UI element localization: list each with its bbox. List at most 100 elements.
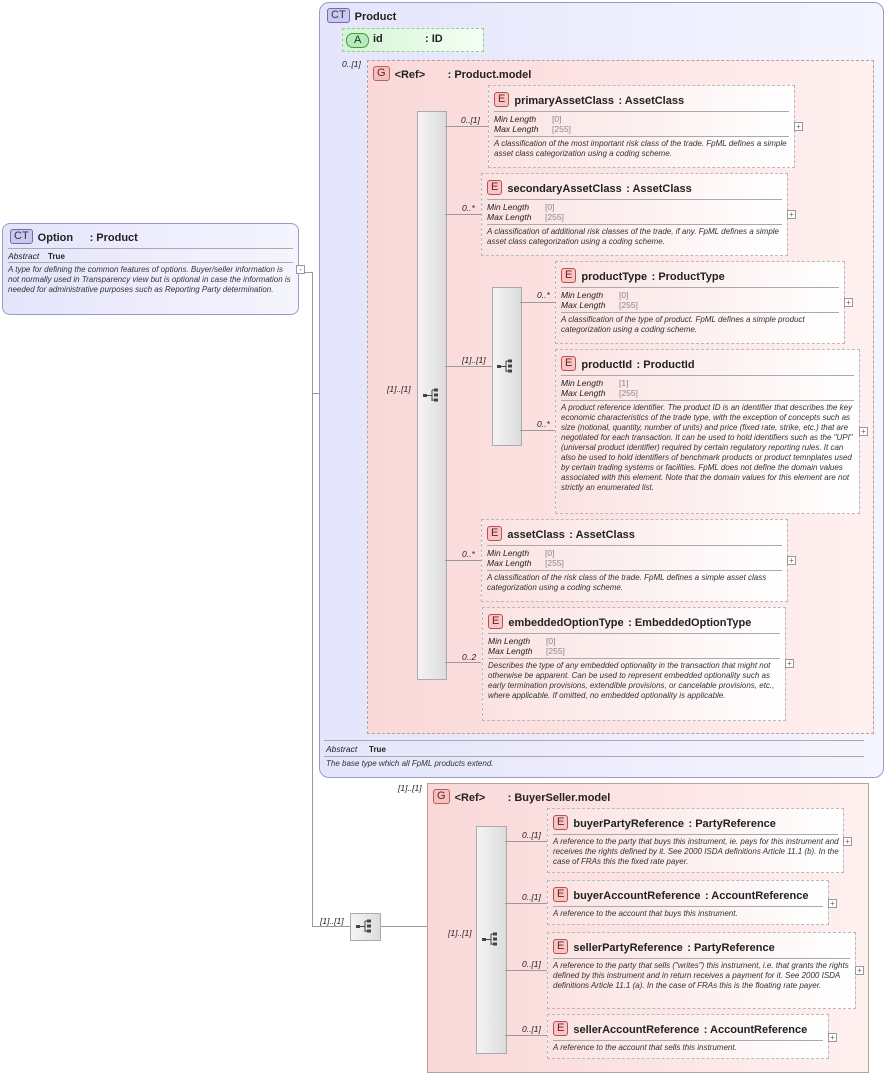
expand-icon[interactable]: + <box>787 556 796 565</box>
sequence-icon <box>482 932 497 946</box>
element-name: assetClass <box>507 529 565 541</box>
expand-icon[interactable]: + <box>844 298 853 307</box>
cardinality: [1]..[1] <box>462 355 486 365</box>
sequence-icon <box>423 388 438 402</box>
product-name: Product <box>354 11 397 23</box>
expand-icon[interactable]: + <box>859 427 868 436</box>
connector-line <box>445 126 488 127</box>
min-length-value: [0] <box>552 114 562 124</box>
element-name: embeddedOptionType <box>508 617 624 629</box>
expand-icon[interactable]: + <box>855 966 864 975</box>
connector-line <box>520 302 555 303</box>
option-name: Option <box>37 232 74 244</box>
sequence-icon <box>356 919 371 933</box>
complex-type-icon: CT <box>10 229 33 245</box>
min-length-label: Min Length <box>487 202 530 212</box>
cardinality: 0..[1] <box>522 1024 541 1034</box>
expand-icon[interactable]: + <box>785 659 794 668</box>
element-name: buyerAccountReference <box>573 890 701 902</box>
connector-line <box>312 926 350 927</box>
connector-line <box>445 366 492 367</box>
element-type: : AccountReference <box>704 890 809 902</box>
element-doc: A reference to the party that sells ("wr… <box>553 961 849 990</box>
element-icon: E <box>553 887 569 903</box>
min-length-label: Min Length <box>494 114 537 124</box>
connector-line <box>505 841 547 842</box>
element-name: primaryAssetClass <box>514 95 615 107</box>
connector-line <box>305 272 313 273</box>
connector-line <box>445 214 481 215</box>
max-length-value: [255] <box>619 388 638 398</box>
element-doc: Describes the type of any embedded optio… <box>488 661 775 700</box>
element-type: : AssetClass <box>618 95 685 107</box>
group-ref: <Ref> <box>454 792 486 804</box>
cardinality: 0..[1] <box>342 59 361 69</box>
abstract-value: True <box>48 252 65 261</box>
abstract-value: True <box>369 745 386 754</box>
element-doc: A classification of the risk class of th… <box>487 573 767 592</box>
max-length-value: [255] <box>545 212 564 222</box>
max-length-value: [255] <box>546 646 565 656</box>
element-doc: A reference to the account that buys thi… <box>553 909 738 918</box>
min-length-label: Min Length <box>561 290 604 300</box>
element-type: : ProductId <box>636 359 695 371</box>
group-icon: G <box>433 789 450 805</box>
cardinality: [1]..[1] <box>448 928 472 938</box>
option-type: : Product <box>89 232 138 244</box>
element-type: : PartyReference <box>687 942 775 954</box>
connector-line <box>505 1035 547 1036</box>
element-doc: A product reference identifier. The prod… <box>561 403 853 492</box>
group-icon: G <box>373 66 390 82</box>
product-doc: The base type which all FpML products ex… <box>326 759 494 768</box>
id-attribute[interactable]: A id : ID <box>342 28 484 52</box>
min-length-value: [0] <box>545 548 555 558</box>
connector-line <box>312 272 313 927</box>
element-name: sellerAccountReference <box>573 1024 700 1036</box>
element-type: : EmbeddedOptionType <box>628 617 752 629</box>
cardinality: 0..[1] <box>522 959 541 969</box>
element-name: productType <box>581 271 648 283</box>
max-length-label: Max Length <box>561 300 606 310</box>
element-doc: A classification of additional risk clas… <box>487 227 779 246</box>
cardinality: 0..[1] <box>522 892 541 902</box>
expand-icon[interactable]: + <box>828 1033 837 1042</box>
expand-icon[interactable]: + <box>794 122 803 131</box>
element-icon: E <box>553 1021 569 1037</box>
connector-line <box>505 903 547 904</box>
connector-line <box>520 430 555 431</box>
min-length-value: [0] <box>619 290 629 300</box>
min-length-value: [0] <box>545 202 555 212</box>
max-length-label: Max Length <box>487 212 532 222</box>
abstract-label: Abstract <box>8 251 40 261</box>
expand-icon[interactable]: + <box>787 210 796 219</box>
expand-icon[interactable]: - <box>296 265 305 274</box>
min-length-value: [0] <box>546 636 556 646</box>
max-length-label: Max Length <box>561 388 606 398</box>
element-type: : ProductType <box>651 271 725 283</box>
cardinality: 0..[1] <box>522 830 541 840</box>
element-name: secondaryAssetClass <box>507 183 622 195</box>
attribute-name: id <box>373 33 383 45</box>
element-icon: E <box>487 526 503 542</box>
element-icon: E <box>553 815 569 831</box>
element-type: : AssetClass <box>626 183 692 195</box>
element-type: : AssetClass <box>569 529 635 541</box>
max-length-value: [255] <box>552 124 571 134</box>
expand-icon[interactable]: + <box>843 837 852 846</box>
element-icon: E <box>488 614 504 630</box>
cardinality: [1]..[1] <box>398 783 422 793</box>
attribute-type: : ID <box>425 33 443 45</box>
expand-icon[interactable]: + <box>828 899 837 908</box>
cardinality: [1]..[1] <box>387 384 411 394</box>
